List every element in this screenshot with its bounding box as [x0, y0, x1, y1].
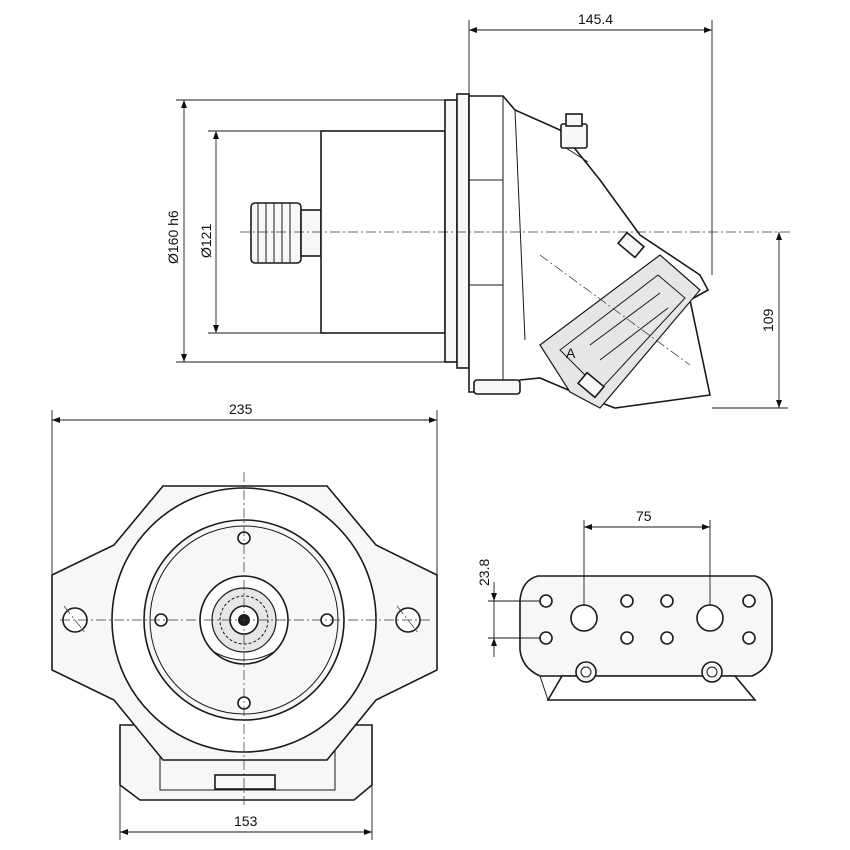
front-width-label: 235: [229, 401, 253, 417]
bottom-fitting-left: [575, 661, 597, 683]
side-angled-centerline: [539, 254, 691, 366]
dimension-base-width: 153: [119, 785, 373, 840]
shaft-splines: [257, 203, 291, 263]
flange-diameter-label: Ø160 h6: [165, 210, 181, 264]
port-bracket: [616, 231, 646, 259]
large-port-left: [570, 604, 598, 632]
hole-centerline: [396, 605, 420, 635]
body-bevel: [514, 109, 526, 341]
dimension-port-offset: 23.8: [476, 559, 540, 657]
large-port-right: [696, 604, 724, 632]
dimension-flange-diameter: Ø160 h6: [165, 99, 445, 363]
bottom-fitting-right-inner: [706, 666, 718, 678]
port-plate-groove: [599, 307, 669, 361]
top-fitting-cap: [565, 113, 583, 127]
lower-tab: [214, 774, 276, 790]
front-view: 235 153: [51, 401, 438, 840]
port-block-edge: [539, 675, 549, 701]
top-fitting-line: [565, 147, 589, 163]
port-offset-label: 23.8: [476, 559, 492, 586]
pilot-diameter-label: Ø121: [198, 224, 214, 258]
shaft-collar: [300, 209, 322, 257]
hole-centerline: [63, 605, 87, 635]
port-view: 75 23.8: [476, 508, 773, 701]
dimension-side-height: 109: [712, 232, 788, 409]
port-bolt-holes: [539, 594, 756, 645]
side-view: A 145.4 109 Ø160 h6: [165, 11, 790, 409]
port-spacing-label: 75: [636, 508, 652, 524]
dimension-port-spacing: 75: [583, 508, 711, 605]
bottom-fitting-right: [701, 661, 723, 683]
mounting-flange: [444, 99, 458, 363]
base-width-label: 153: [234, 813, 258, 829]
top-fitting: [560, 123, 588, 149]
port-bracket: [576, 371, 606, 399]
side-height-label: 109: [760, 308, 776, 332]
bottom-fitting-left-inner: [580, 666, 592, 678]
port-marker-a: A: [566, 345, 576, 361]
dimension-pilot-diameter: Ø121: [198, 130, 321, 334]
side-width-label: 145.4: [578, 11, 613, 27]
bottom-foot: [473, 379, 521, 395]
port-block-lower: [546, 675, 757, 701]
flange-plate: [456, 93, 470, 369]
dimension-side-width: 145.4: [468, 11, 713, 275]
port-block: [519, 575, 773, 677]
dimension-front-width: 235: [51, 401, 438, 575]
port-plate-groove: [589, 292, 661, 346]
